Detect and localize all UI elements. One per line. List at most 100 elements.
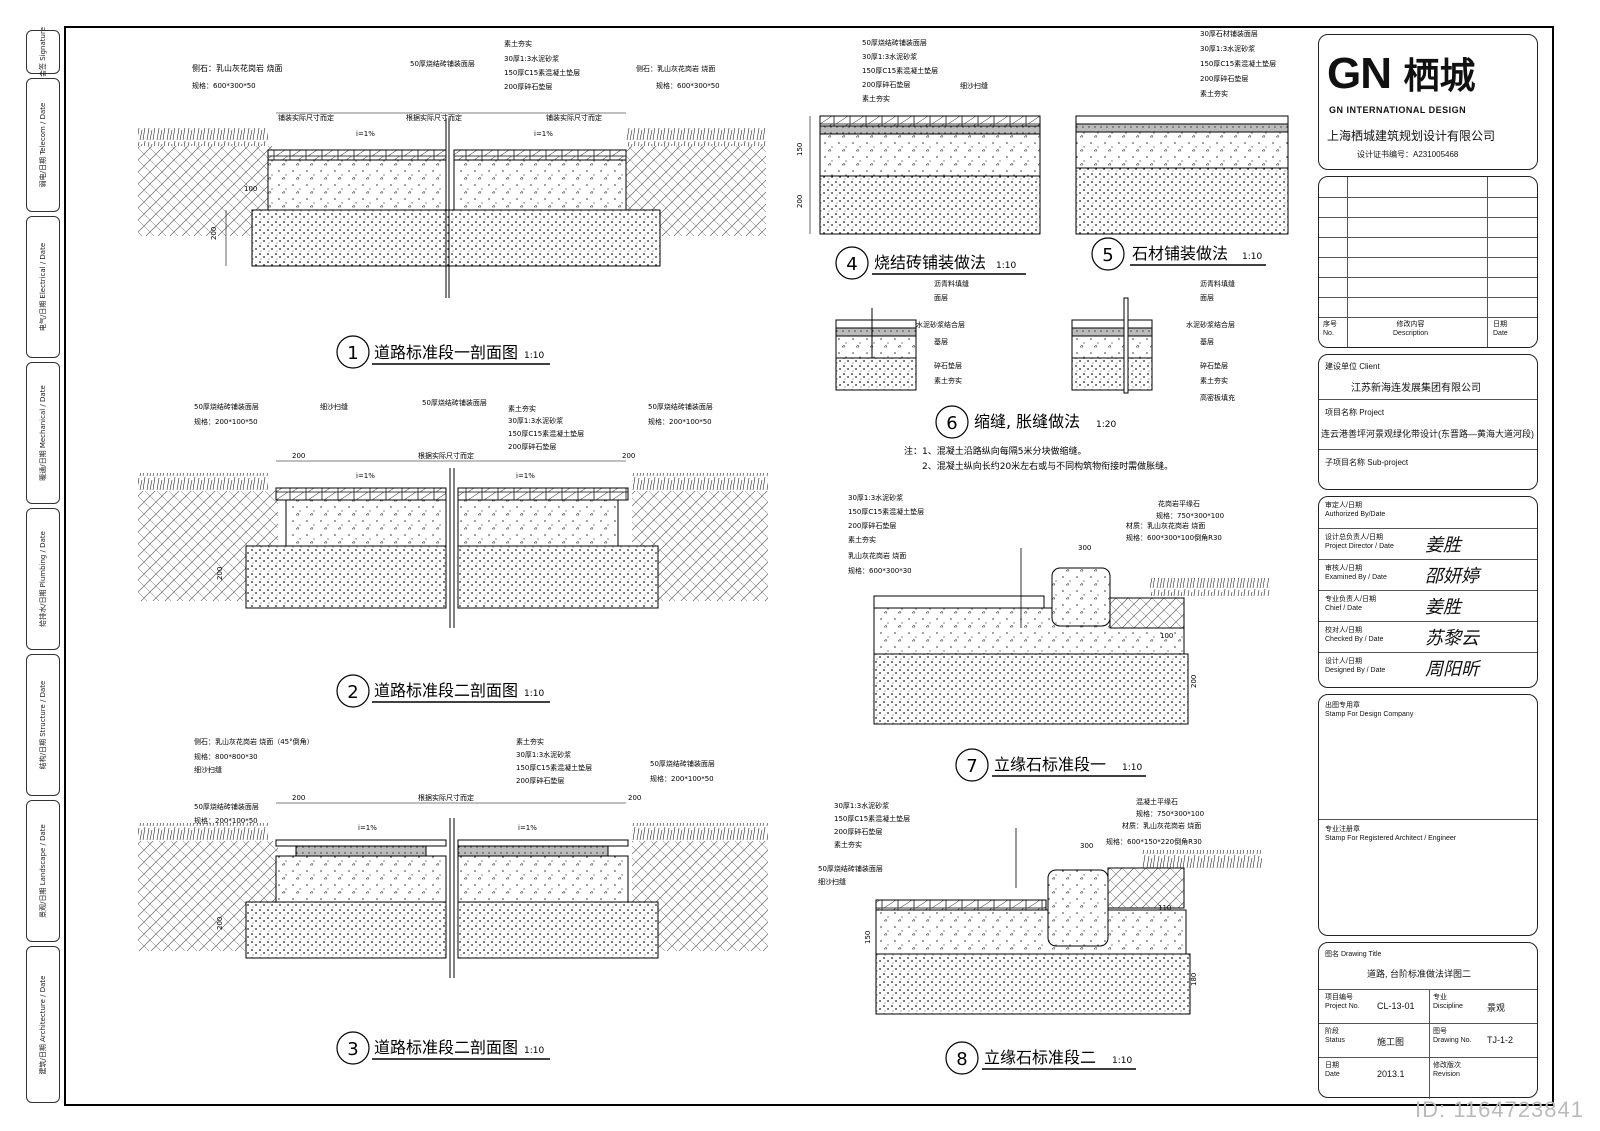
- svg-text:道路标准段一剖面图: 道路标准段一剖面图: [374, 343, 518, 362]
- svg-text:i=1%: i=1%: [356, 472, 375, 480]
- detail-3-caption: 3 道路标准段二剖面图 1:10: [336, 1031, 550, 1065]
- logo: GN 栖城: [1327, 49, 1476, 98]
- svg-text:立缘石标准段二: 立缘石标准段二: [984, 1048, 1096, 1067]
- watermark-id: ID: 1164723841: [1415, 1097, 1584, 1122]
- detail-7-section: [873, 548, 1270, 725]
- svg-text:200: 200: [622, 452, 635, 460]
- svg-text:规格：600*150*220倒角R30: 规格：600*150*220倒角R30: [1106, 837, 1202, 846]
- svg-text:50厚烧结砖铺装面层: 50厚烧结砖铺装面层: [650, 759, 715, 768]
- svg-text:细沙扫缝: 细沙扫缝: [818, 877, 846, 886]
- svg-text:基层: 基层: [934, 337, 948, 346]
- drawing-title: 道路, 台阶标准做法详图二: [1367, 969, 1472, 979]
- svg-text:30厚1:3水泥砂浆: 30厚1:3水泥砂浆: [862, 52, 917, 61]
- sign-row-examined: 审核人/日期 Examined By / Date 邵妍婷: [1319, 559, 1537, 591]
- svg-text:150厚C15素混凝土垫层: 150厚C15素混凝土垫层: [508, 429, 584, 438]
- svg-text:150厚C15素混凝土垫层: 150厚C15素混凝土垫层: [848, 507, 924, 516]
- svg-text:200厚碎石垫层: 200厚碎石垫层: [1200, 74, 1248, 83]
- svg-text:200厚碎石垫层: 200厚碎石垫层: [834, 827, 882, 836]
- side-tab: 结构/日期 Structure / Date: [26, 654, 60, 796]
- sign-row-checked: 校对人/日期 Checked By / Date 苏黎云: [1319, 621, 1537, 653]
- stamp-box: 出图专用章 Stamp For Design Company 专业注册章 Sta…: [1318, 694, 1538, 936]
- svg-text:200厚碎石垫层: 200厚碎石垫层: [516, 776, 564, 785]
- svg-text:材质：乳山灰花岗岩 烧面: 材质：乳山灰花岗岩 烧面: [1122, 821, 1201, 830]
- svg-text:规格：200*100*50: 规格：200*100*50: [650, 774, 714, 783]
- svg-text:200: 200: [796, 195, 804, 208]
- side-tab: 暖通/日期 Mechanical / Date: [26, 362, 60, 504]
- svg-text:150厚C15素混凝土垫层: 150厚C15素混凝土垫层: [504, 68, 580, 77]
- svg-text:5: 5: [1102, 245, 1113, 266]
- svg-text:面层: 面层: [934, 294, 948, 302]
- svg-text:200: 200: [216, 567, 224, 580]
- company-logo-box: GN 栖城 GN INTERNATIONAL DESIGN 上海栖城建筑规划设计…: [1318, 34, 1538, 170]
- svg-text:50厚烧结砖铺装面层: 50厚烧结砖铺装面层: [410, 59, 475, 68]
- svg-text:50厚烧结砖铺装面层: 50厚烧结砖铺装面层: [194, 402, 259, 411]
- note-2: 2、混凝土纵向长约20米左右或与不同构筑物衔接时需做胀缝。: [922, 460, 1173, 472]
- detail-5-section: [1075, 115, 1289, 235]
- detail-6-section: [835, 297, 1153, 394]
- svg-text:规格：600*300*30: 规格：600*300*30: [848, 566, 912, 575]
- svg-text:6: 6: [946, 413, 957, 434]
- svg-text:30厚1:3水泥砂浆: 30厚1:3水泥砂浆: [504, 54, 559, 63]
- svg-text:素土夯实: 素土夯实: [934, 376, 962, 385]
- svg-text:i=1%: i=1%: [534, 130, 553, 138]
- svg-text:根据实际尺寸而定: 根据实际尺寸而定: [418, 793, 474, 802]
- svg-text:基层: 基层: [1200, 337, 1214, 346]
- svg-text:铺装实际尺寸而定: 铺装实际尺寸而定: [278, 113, 334, 122]
- svg-text:规格：750*300*100: 规格：750*300*100: [1136, 809, 1204, 818]
- drawing-info-box: 图名 Drawing Title 道路, 台阶标准做法详图二 项目编号 Proj…: [1318, 942, 1538, 1099]
- svg-text:i=1%: i=1%: [518, 824, 537, 832]
- svg-text:规格：600*300*50: 规格：600*300*50: [192, 81, 256, 90]
- svg-text:烧结砖铺装做法: 烧结砖铺装做法: [874, 253, 986, 272]
- detail-3-section: [138, 802, 768, 978]
- side-tab: 弱电/日期 Telecom / Date: [26, 78, 60, 212]
- svg-text:50厚烧结砖铺装面层: 50厚烧结砖铺装面层: [648, 402, 713, 411]
- svg-text:碎石垫层: 碎石垫层: [1200, 361, 1228, 370]
- svg-text:根据实际尺寸而定: 根据实际尺寸而定: [406, 113, 462, 122]
- svg-text:1:10: 1:10: [1112, 1056, 1132, 1066]
- svg-text:花岗岩平缘石: 花岗岩平缘石: [1158, 499, 1200, 508]
- svg-text:侧石：乳山灰花岗岩 烧面: 侧石：乳山灰花岗岩 烧面: [192, 63, 283, 73]
- svg-text:高密板填充: 高密板填充: [1200, 393, 1235, 402]
- svg-text:30厚石材铺装面层: 30厚石材铺装面层: [1200, 29, 1258, 38]
- svg-text:i=1%: i=1%: [516, 472, 535, 480]
- detail-2-caption: 2 道路标准段二剖面图 1:10: [336, 674, 550, 708]
- side-tab: 给排水/日期 Plumbing / Date: [26, 508, 60, 650]
- svg-text:30厚1:3水泥砂浆: 30厚1:3水泥砂浆: [1200, 44, 1255, 53]
- sign-row-authorized: 审定人/日期 Authorized By/Date: [1325, 502, 1386, 518]
- svg-text:素土夯实: 素土夯实: [1200, 376, 1228, 385]
- svg-text:200: 200: [1190, 675, 1198, 688]
- detail-1-section: [138, 112, 766, 298]
- svg-text:300: 300: [1080, 842, 1093, 850]
- sign-row-director: 设计总负责人/日期 Project Director / Date 姜胜: [1319, 528, 1537, 560]
- svg-text:素土夯实: 素土夯实: [504, 39, 532, 48]
- detail-2-section: [138, 460, 768, 628]
- svg-text:规格：750*300*100: 规格：750*300*100: [1156, 511, 1224, 520]
- svg-text:150厚C15素混凝土垫层: 150厚C15素混凝土垫层: [834, 814, 910, 823]
- svg-text:30厚1:3水泥砂浆: 30厚1:3水泥砂浆: [516, 750, 571, 759]
- svg-text:沥青料填缝: 沥青料填缝: [934, 279, 969, 288]
- svg-text:规格：800*800*30: 规格：800*800*30: [194, 752, 258, 761]
- svg-text:30厚1:3水泥砂浆: 30厚1:3水泥砂浆: [508, 416, 563, 425]
- svg-text:100: 100: [244, 185, 257, 193]
- side-signature-tabs: 会签 Signature 弱电/日期 Telecom / Date 电气/日期 …: [26, 27, 60, 1105]
- svg-text:1:10: 1:10: [996, 261, 1016, 271]
- side-tab: 景观/日期 Landscape / Date: [26, 800, 60, 942]
- svg-text:7: 7: [966, 756, 977, 777]
- svg-text:1:10: 1:10: [1122, 763, 1142, 773]
- svg-text:30厚1:3水泥砂浆: 30厚1:3水泥砂浆: [848, 493, 903, 502]
- svg-text:素土夯实: 素土夯实: [834, 840, 862, 849]
- svg-text:2: 2: [347, 682, 358, 703]
- svg-text:150厚C15素混凝土垫层: 150厚C15素混凝土垫层: [862, 66, 938, 75]
- svg-text:1:10: 1:10: [1242, 252, 1262, 262]
- svg-text:石材铺装做法: 石材铺装做法: [1132, 244, 1228, 263]
- svg-text:细沙扫缝: 细沙扫缝: [960, 81, 988, 90]
- detail-1-caption: 1 道路标准段一剖面图 1:10: [336, 335, 550, 369]
- svg-text:混凝土平缘石: 混凝土平缘石: [1136, 797, 1178, 806]
- svg-text:50厚烧结砖铺装面层: 50厚烧结砖铺装面层: [194, 802, 259, 811]
- svg-text:素土夯实: 素土夯实: [848, 535, 876, 544]
- svg-text:根据实际尺寸而定: 根据实际尺寸而定: [418, 451, 474, 460]
- svg-text:i=1%: i=1%: [356, 130, 375, 138]
- svg-text:1: 1: [347, 343, 358, 364]
- svg-text:3: 3: [347, 1039, 358, 1060]
- detail-7-caption: 7 立缘石标准段一 1:10: [955, 748, 1146, 782]
